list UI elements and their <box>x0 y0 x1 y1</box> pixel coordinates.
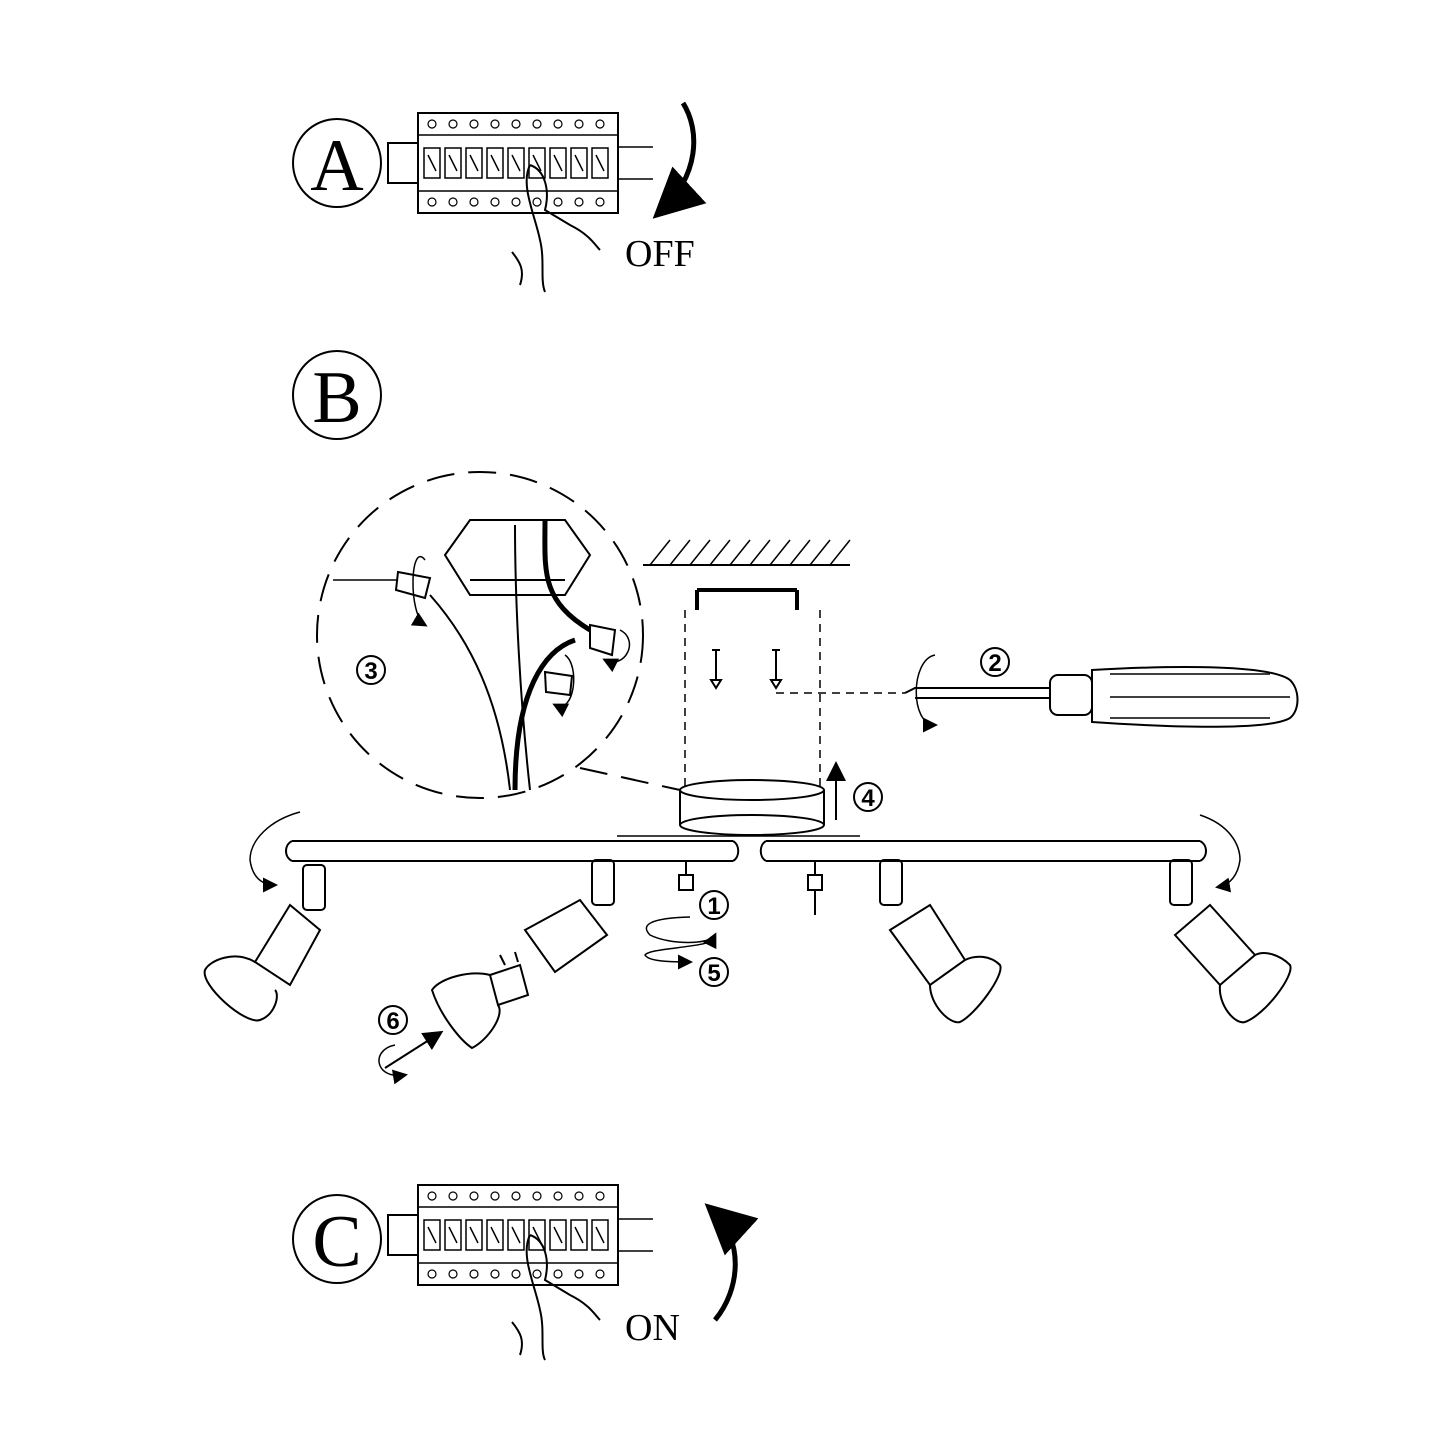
breaker-module <box>528 119 546 207</box>
step-a-caption: OFF <box>625 233 695 275</box>
rotate-arrow-icon-7 <box>378 1044 408 1085</box>
swivel-arrow-icon-2 <box>1199 814 1241 893</box>
rotate-arrow-down-icon <box>652 101 707 219</box>
step-3-number: 3 <box>364 658 377 685</box>
nut-icon <box>678 860 694 891</box>
step-b-badge <box>292 350 382 440</box>
bracket-guide-lines <box>684 610 821 790</box>
spotlight-icon <box>203 864 326 1022</box>
detail-leader-line <box>579 767 681 791</box>
junction-box <box>443 519 592 596</box>
rotate-arrow-icon-6 <box>644 939 716 970</box>
step-3-badge <box>356 655 386 685</box>
wire-connector-icon-2 <box>589 623 617 657</box>
gu10-bulb-icon <box>430 951 530 1050</box>
breaker-module <box>423 1191 441 1279</box>
breaker-module <box>465 1191 483 1279</box>
ceiling <box>643 539 851 566</box>
swivel-arrow-icon <box>249 811 301 893</box>
breaker-module <box>549 1191 567 1279</box>
nut-icon-2 <box>807 860 823 915</box>
screwdriver-icon <box>904 666 1299 728</box>
breaker-module <box>465 119 483 207</box>
breaker-module <box>507 1191 525 1279</box>
step-1-number: 1 <box>707 893 720 920</box>
breaker-module <box>591 119 609 207</box>
breaker-panel-icon <box>387 112 654 214</box>
step-2-badge <box>980 647 1010 677</box>
step-4-badge <box>853 782 883 812</box>
step-4-number: 4 <box>861 785 875 812</box>
spotlight-icon-2 <box>523 859 615 974</box>
breaker-module <box>486 119 504 207</box>
breaker-module <box>591 1191 609 1279</box>
bulb-insert-arrow <box>384 1030 444 1069</box>
wire-connector-icon-3 <box>543 670 574 697</box>
step-a-letter: A <box>310 125 363 207</box>
step-b: B 3 <box>203 350 1299 1085</box>
step-c-badge <box>292 1194 382 1284</box>
mounting-bracket <box>695 588 799 610</box>
hand-icon <box>511 164 601 293</box>
step-5-badge <box>699 957 729 987</box>
step-6-badge <box>378 1005 408 1035</box>
step-a-badge <box>292 118 382 208</box>
breaker-switches-2 <box>423 1191 609 1279</box>
spotlight-icon-3 <box>879 859 1002 1024</box>
step-c-letter: C <box>312 1201 361 1283</box>
rotate-arrow-icon <box>410 556 428 627</box>
light-bar <box>285 835 1207 862</box>
rotate-arrow-icon-2 <box>602 629 631 673</box>
rotate-arrow-up-icon <box>704 1203 759 1322</box>
step-b-letter: B <box>312 357 361 439</box>
breaker-module <box>549 119 567 207</box>
ceiling-canopy <box>679 779 825 836</box>
breaker-module <box>444 119 462 207</box>
step-6-number: 6 <box>386 1008 399 1035</box>
step-c: C ON <box>292 1184 759 1361</box>
wiring-detail-circle <box>316 471 644 799</box>
hand-icon-2 <box>511 1234 601 1361</box>
step-a: A OFF <box>292 101 707 293</box>
wire-neutral <box>429 594 511 791</box>
breaker-module <box>507 119 525 207</box>
breaker-module <box>570 119 588 207</box>
spotlight-icon-4 <box>1169 859 1292 1024</box>
step-2-number: 2 <box>988 650 1001 677</box>
rotate-arrow-icon-4 <box>915 654 938 733</box>
rotate-arrow-icon-3 <box>552 654 575 718</box>
breaker-module <box>570 1191 588 1279</box>
step-5-number: 5 <box>707 960 720 987</box>
breaker-panel-icon-2 <box>387 1184 654 1286</box>
step-c-caption: ON <box>625 1307 680 1349</box>
breaker-module <box>486 1191 504 1279</box>
breaker-switches <box>423 119 609 207</box>
breaker-module <box>423 119 441 207</box>
breaker-module <box>444 1191 462 1279</box>
rotate-arrow-icon-5 <box>645 916 717 950</box>
wire-live <box>512 519 592 791</box>
wire-connector-icon <box>394 570 432 600</box>
screw-icon-2 <box>769 649 783 690</box>
screw-icon <box>709 649 723 690</box>
step-1-badge <box>699 890 729 920</box>
wire-earth <box>514 524 531 791</box>
